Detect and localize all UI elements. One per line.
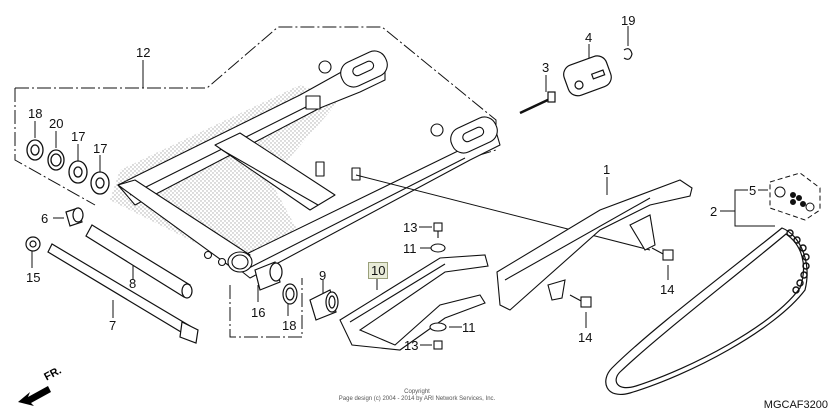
- callout-13-upper[interactable]: 13: [403, 220, 418, 235]
- callout-8[interactable]: 8: [129, 276, 137, 291]
- callout-18-left[interactable]: 18: [28, 106, 43, 121]
- callout-5[interactable]: 5: [749, 183, 757, 198]
- callout-6[interactable]: 6: [41, 211, 49, 226]
- callout-17b[interactable]: 17: [93, 141, 108, 156]
- callout-11-lower[interactable]: 11: [462, 320, 476, 335]
- callout-10[interactable]: 10: [368, 262, 389, 279]
- callout-4[interactable]: 4: [585, 30, 593, 45]
- callout-9[interactable]: 9: [319, 268, 327, 283]
- copyright-line1: Copyright: [404, 389, 430, 395]
- chain-slider-drawing: [339, 254, 489, 351]
- callout-19[interactable]: 19: [621, 13, 636, 28]
- diagram-code: MGCAF3200: [763, 399, 828, 411]
- callout-11-upper[interactable]: 11: [403, 241, 417, 256]
- callout-15[interactable]: 15: [26, 270, 41, 285]
- bearing-group-boundary: [229, 278, 303, 338]
- callout-16[interactable]: 16: [251, 305, 266, 320]
- bolts-case: [569, 247, 674, 308]
- callout-14-front[interactable]: 14: [578, 330, 593, 345]
- fasteners-slider: [429, 222, 447, 350]
- callout-13-lower[interactable]: 13: [404, 338, 419, 353]
- swingarm-assembly-boundary-left: [14, 88, 96, 206]
- joint-set-drawing: [774, 186, 815, 212]
- callout-20[interactable]: 20: [49, 116, 64, 131]
- callout-12[interactable]: 12: [136, 45, 151, 60]
- front-direction-arrow: [18, 386, 51, 406]
- callout-3[interactable]: 3: [542, 60, 550, 75]
- copyright-line2: Page design (c) 2004 - 2014 by ARI Netwo…: [338, 396, 496, 402]
- callout-7[interactable]: 7: [109, 318, 117, 333]
- callout-18-right[interactable]: 18: [282, 318, 297, 333]
- callout-17a[interactable]: 17: [71, 129, 86, 144]
- swingarm-body: [117, 50, 501, 279]
- swingarm-shading: [110, 85, 340, 270]
- callout-2[interactable]: 2: [710, 204, 718, 219]
- pivot-parts: [25, 207, 199, 344]
- callout-1[interactable]: 1: [603, 162, 611, 177]
- callout-14-rear[interactable]: 14: [660, 282, 675, 297]
- adjuster-parts: [519, 48, 633, 115]
- drive-chain-drawing: [605, 227, 810, 396]
- chain-case-drawing: [496, 179, 693, 311]
- bearings-left: [26, 139, 110, 195]
- pivot-bearings-right: [254, 261, 339, 321]
